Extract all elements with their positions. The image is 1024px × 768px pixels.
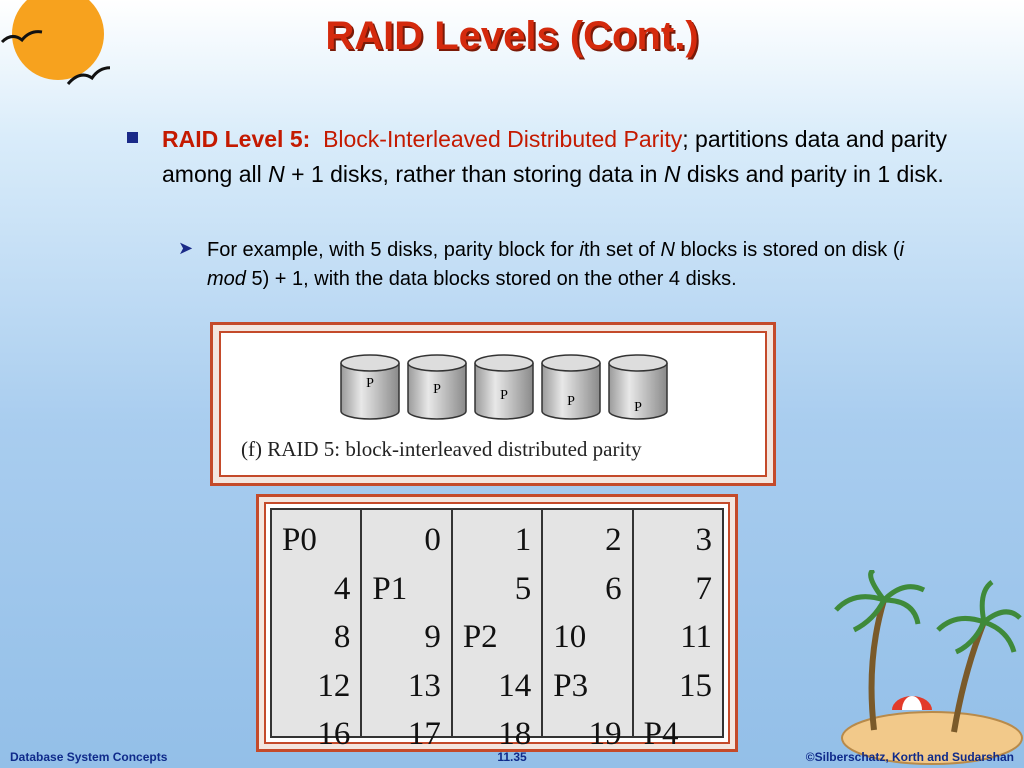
disk-column-5: 3 7 11 15 P4	[634, 510, 722, 752]
table-cell: P4	[643, 716, 679, 752]
disk-column-4: 2 6 10 P3 19	[543, 510, 634, 752]
table-cell: 1	[514, 522, 532, 558]
disk-column-3: 1 5 P2 14 18	[453, 510, 544, 752]
arrow-bullet-icon: ➤	[178, 238, 194, 258]
table-cell: P0	[282, 522, 317, 558]
footer-right: ©Silberschatz, Korth and Sudarshan	[805, 750, 1014, 764]
table-cell: P2	[462, 619, 498, 655]
slide-title: RAID Levels (Cont.)	[325, 14, 699, 58]
disk-4: P	[541, 354, 601, 420]
table-cell: 18	[498, 716, 532, 752]
disk-4-parity: P	[567, 394, 575, 409]
table-cell: 11	[680, 619, 713, 655]
table-cell: 12	[317, 667, 351, 704]
square-bullet-icon	[127, 132, 138, 143]
table-cell: 6	[605, 570, 622, 607]
figure-caption: (f) RAID 5: block-interleaved distribute…	[241, 437, 642, 461]
disk-3: P	[474, 354, 534, 420]
table-cell: 10	[553, 619, 587, 655]
disk-array: P P P P P	[340, 354, 668, 420]
table-cell: 9	[424, 619, 441, 655]
table-cell: P3	[553, 667, 589, 704]
table-cell: P1	[372, 570, 408, 607]
table-cell: 19	[588, 716, 622, 752]
disk-3-parity: P	[500, 388, 508, 403]
table-cell: 17	[407, 716, 441, 752]
table-cell: 5	[514, 570, 532, 607]
table-cell: 4	[333, 570, 351, 607]
table-cell: 13	[407, 667, 441, 704]
table-cell: 15	[679, 667, 713, 704]
block-table-figure: P0 4 8 12 16 0 P1 9 13 17 1 5 P2 14 18	[256, 494, 738, 752]
table-cell: 8	[333, 619, 351, 655]
table-cell: 16	[317, 716, 351, 752]
table-cell: 2	[605, 522, 622, 558]
disk-5-parity: P	[634, 400, 642, 415]
table-cell: 0	[424, 522, 441, 558]
raid-level-label: RAID Level 5	[162, 126, 303, 152]
disk-column-1: P0 4 8 12 16	[272, 510, 363, 752]
block-table: P0 4 8 12 16 0 P1 9 13 17 1 5 P2 14 18	[270, 508, 724, 752]
disk-5: P	[608, 354, 668, 420]
footer-left: Database System Concepts	[10, 750, 168, 764]
sub-bullet-text: For example, with 5 disks, parity block …	[207, 239, 904, 290]
table-cell: 14	[498, 667, 532, 704]
table-cell: 7	[695, 570, 713, 607]
bullet-text: RAID Level 5: Block-Interleaved Distribu…	[162, 126, 947, 187]
footer-page-number: 11.35	[497, 750, 527, 764]
disk-1: P	[340, 354, 400, 420]
raid5-figure: P P P P P (f) RAID 5: bl	[210, 322, 776, 486]
palm-island-icon	[834, 570, 1023, 765]
raid-level-subtitle: Block-Interleaved Distributed Parity	[323, 126, 683, 152]
disk-2: P	[407, 354, 467, 420]
disk-1-parity: P	[366, 376, 374, 391]
table-cell: 3	[695, 522, 713, 558]
disk-column-2: 0 P1 9 13 17	[362, 510, 453, 752]
sun-logo	[0, 0, 110, 86]
disk-2-parity: P	[433, 382, 441, 397]
